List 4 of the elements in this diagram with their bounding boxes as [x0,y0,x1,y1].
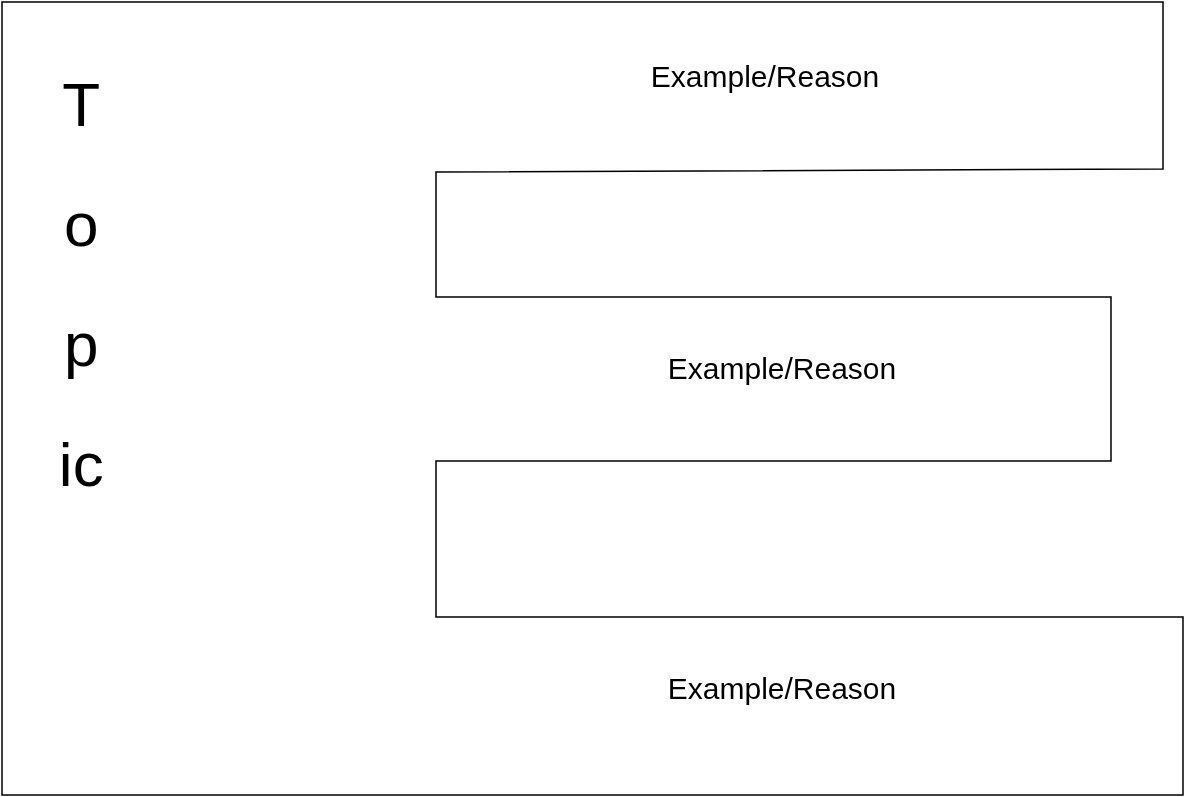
example-text: Example/Reason [667,672,897,706]
example-text: Example/Reason [650,60,880,94]
example-text: Example/Reason [667,352,897,386]
topic-text: Topic [58,69,105,501]
